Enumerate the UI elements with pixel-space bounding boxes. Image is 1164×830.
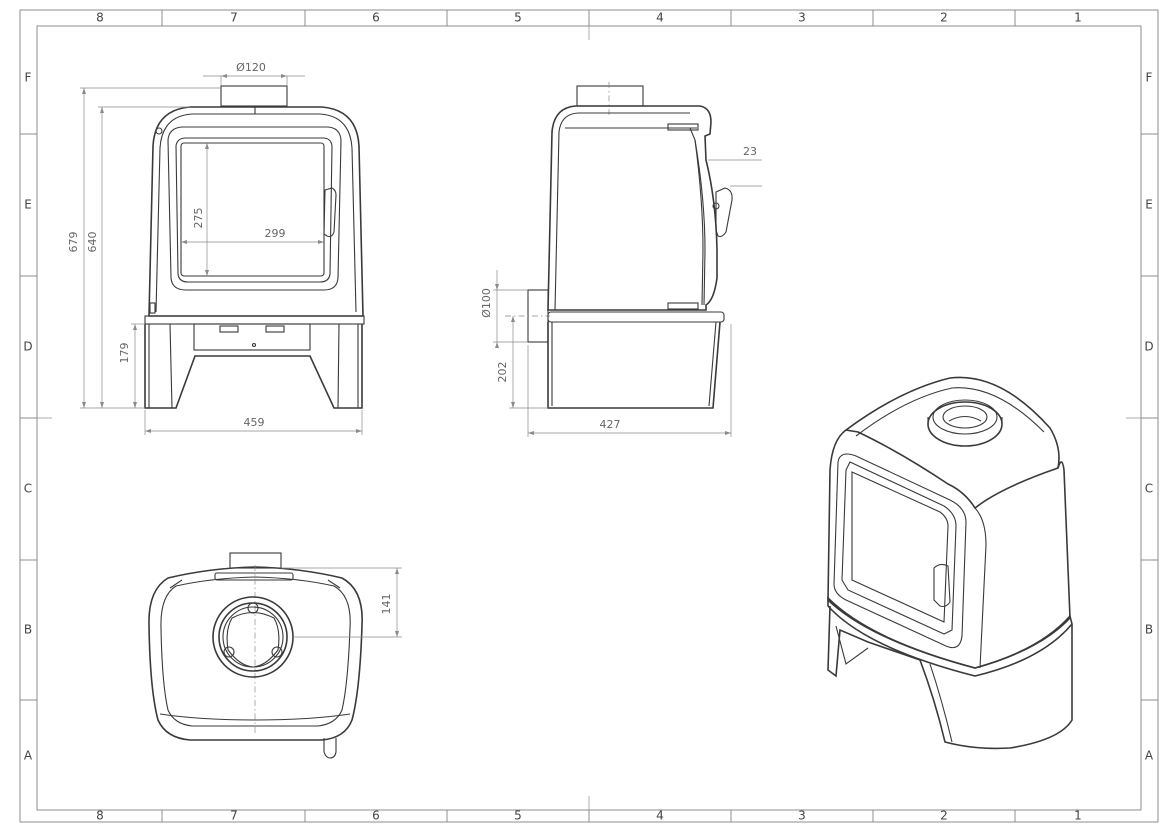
side-view: [505, 82, 733, 409]
front-door-frame: [167, 126, 342, 291]
zone-labels-top: 8 7 6 5 4 3 2 1: [96, 11, 1082, 25]
zone-col-6-top: 6: [372, 11, 380, 25]
zone-col-1-top: 1: [1074, 11, 1082, 25]
zone-row-c-right: C: [1145, 482, 1153, 496]
front-flue-collar: [220, 85, 288, 107]
side-body-outline: [547, 105, 718, 311]
zone-row-a-right: A: [1145, 749, 1154, 763]
zone-labels-left: F E D C B A: [23, 71, 33, 763]
zone-row-e-right: E: [1145, 198, 1153, 212]
dim-total-height: 679: [67, 232, 80, 253]
iso-flue-outer: [927, 401, 1003, 447]
zone-col-7-bottom: 7: [230, 809, 238, 823]
top-body-outline: [148, 566, 363, 741]
isometric-view: [827, 376, 1073, 750]
zone-col-2-bottom: 2: [940, 809, 948, 823]
zone-col-8-top: 8: [96, 11, 104, 25]
drawing-frame: [19, 9, 1159, 823]
zone-labels-bottom: 8 7 6 5 4 3 2 1: [96, 809, 1082, 823]
zone-row-b-right: B: [1145, 623, 1153, 637]
dim-rear-flue-diameter: Ø100: [480, 288, 493, 318]
front-control-panel: [193, 323, 311, 351]
side-base-body: [547, 321, 721, 409]
front-view-dimensions: Ø120 679 640 179 275 299 459: [67, 61, 363, 435]
zone-labels-right: F E D C B A: [1144, 71, 1154, 763]
zone-col-4-top: 4: [656, 11, 664, 25]
zone-col-2-top: 2: [940, 11, 948, 25]
iso-top-surface: [844, 376, 1060, 510]
zone-col-5-bottom: 5: [514, 809, 522, 823]
iso-glass: [851, 471, 949, 623]
top-flue-collar: [229, 552, 282, 569]
zone-col-1-bottom: 1: [1074, 809, 1082, 823]
zone-row-b-left: B: [24, 623, 32, 637]
zone-col-4-bottom: 4: [656, 809, 664, 823]
top-handle-knob: [323, 738, 337, 759]
dim-body-height: 640: [86, 232, 99, 253]
front-legs: [144, 324, 363, 409]
zone-row-c-left: C: [24, 482, 32, 496]
zone-col-6-bottom: 6: [372, 809, 380, 823]
dim-rear-flue-height: 202: [496, 362, 509, 383]
iso-door-handle: [933, 563, 951, 608]
zone-col-8-bottom: 8: [96, 809, 104, 823]
iso-body-outline: [827, 429, 1071, 669]
dim-width: 459: [244, 416, 265, 429]
side-view-dimensions: 23 Ø100 202 427: [480, 145, 762, 437]
zone-row-a-left: A: [24, 749, 33, 763]
zone-col-3-top: 3: [798, 11, 806, 25]
iso-plinth: [827, 605, 1073, 750]
side-door-handle: [715, 187, 733, 238]
dim-handle-offset: 23: [743, 145, 757, 158]
zone-col-7-top: 7: [230, 11, 238, 25]
top-view-dimensions: 141: [281, 567, 402, 638]
zone-row-f-left: F: [25, 71, 32, 85]
zone-col-3-bottom: 3: [798, 809, 806, 823]
dim-leg-height: 179: [118, 343, 131, 364]
top-view: [148, 552, 363, 759]
iso-base-band: [827, 596, 1073, 677]
zone-row-d-left: D: [23, 340, 32, 354]
iso-door-frame: [833, 453, 967, 649]
dim-glass-height: 275: [192, 208, 205, 229]
side-flue-collar: [576, 85, 644, 107]
top-flue-ring: [212, 596, 294, 678]
zone-row-f-right: F: [1146, 71, 1153, 85]
zone-row-d-right: D: [1144, 340, 1153, 354]
side-base-plate: [547, 311, 725, 323]
dim-glass-width: 299: [265, 227, 286, 240]
front-door-handle: [323, 187, 337, 238]
dim-flue-offset: 141: [380, 594, 393, 615]
dim-flue-diameter: Ø120: [236, 61, 266, 74]
dim-depth: 427: [600, 418, 621, 431]
front-view: [144, 85, 365, 409]
zone-row-e-left: E: [24, 198, 32, 212]
front-glass: [180, 142, 325, 277]
zone-col-5-top: 5: [514, 11, 522, 25]
front-base-plate: [144, 315, 365, 325]
